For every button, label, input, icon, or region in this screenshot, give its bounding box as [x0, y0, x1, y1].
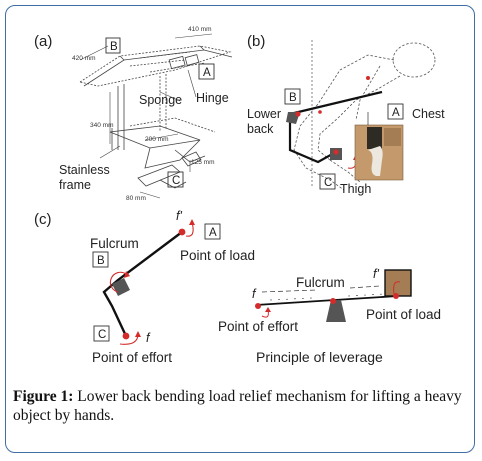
label-point-of-effort-right: Point of effort	[218, 319, 298, 334]
lever-left	[102, 219, 195, 345]
label-box-b-b	[284, 88, 301, 105]
thigh-photo-inset	[354, 124, 404, 181]
label-a-a: A	[203, 67, 211, 79]
caption-text: Lower back bending load relief mechanism…	[13, 388, 462, 424]
dim-200: 200 mm	[145, 136, 168, 143]
label-box-c-b	[319, 173, 336, 190]
label-c-c: C	[98, 329, 106, 341]
label-lower: Lower	[247, 107, 281, 121]
label-fulcrum-left: Fulcrum	[90, 236, 139, 251]
force-f-left: f	[146, 331, 151, 345]
label-box-a-c	[204, 223, 221, 240]
figure-caption: Figure 1: Lower back bending load relief…	[13, 387, 471, 425]
dim-80: 80 mm	[126, 195, 146, 202]
human-body-outline	[293, 42, 436, 191]
label-principle-of-leverage: Principle of leverage	[256, 349, 383, 365]
caption-label: Figure 1:	[13, 388, 74, 405]
label-box-a-b	[387, 103, 404, 120]
dim-340: 340 mm	[90, 122, 113, 129]
label-c-a: C	[172, 175, 180, 187]
label-a-b: A	[392, 107, 400, 119]
label-point-of-load-right: Point of load	[366, 307, 441, 322]
panel-b-tag: (b)	[247, 33, 265, 50]
label-box-b-a	[105, 37, 121, 54]
label-hinge: Hinge	[196, 91, 229, 105]
dim-420: 420 mm	[72, 55, 95, 62]
force-f-right: f	[252, 287, 257, 301]
lever-system-b	[286, 76, 383, 169]
dim-125: 125 mm	[191, 159, 214, 166]
label-box-c-c	[93, 325, 110, 342]
label-chest: Chest	[412, 107, 445, 121]
lever-right	[255, 269, 412, 322]
label-box-c-a	[167, 171, 184, 188]
label-b-c: B	[97, 255, 105, 267]
label-point-of-effort-left: Point of effort	[92, 350, 172, 365]
label-box-a-a	[198, 63, 215, 80]
label-fulcrum-right: Fulcrum	[296, 275, 345, 290]
label-frame: frame	[59, 178, 91, 192]
dim-410: 410 mm	[188, 26, 211, 33]
label-box-b-c	[92, 251, 109, 268]
panel-a-tag: (a)	[34, 33, 52, 50]
label-point-of-load-left: Point of load	[180, 248, 255, 263]
label-b-b: B	[289, 92, 297, 104]
force-fprime-left: f'	[176, 209, 182, 223]
label-c-b: C	[324, 177, 332, 189]
label-b-a: B	[110, 41, 118, 53]
label-back: back	[247, 122, 274, 136]
device-wireframe	[78, 33, 233, 199]
force-fprime-right: f'	[373, 267, 379, 281]
label-a-c: A	[209, 227, 217, 239]
panel-c-tag: (c)	[34, 211, 52, 228]
label-sponge: Sponge	[139, 93, 182, 107]
label-thigh: Thigh	[340, 182, 371, 196]
label-stainless: Stainless	[59, 163, 110, 177]
